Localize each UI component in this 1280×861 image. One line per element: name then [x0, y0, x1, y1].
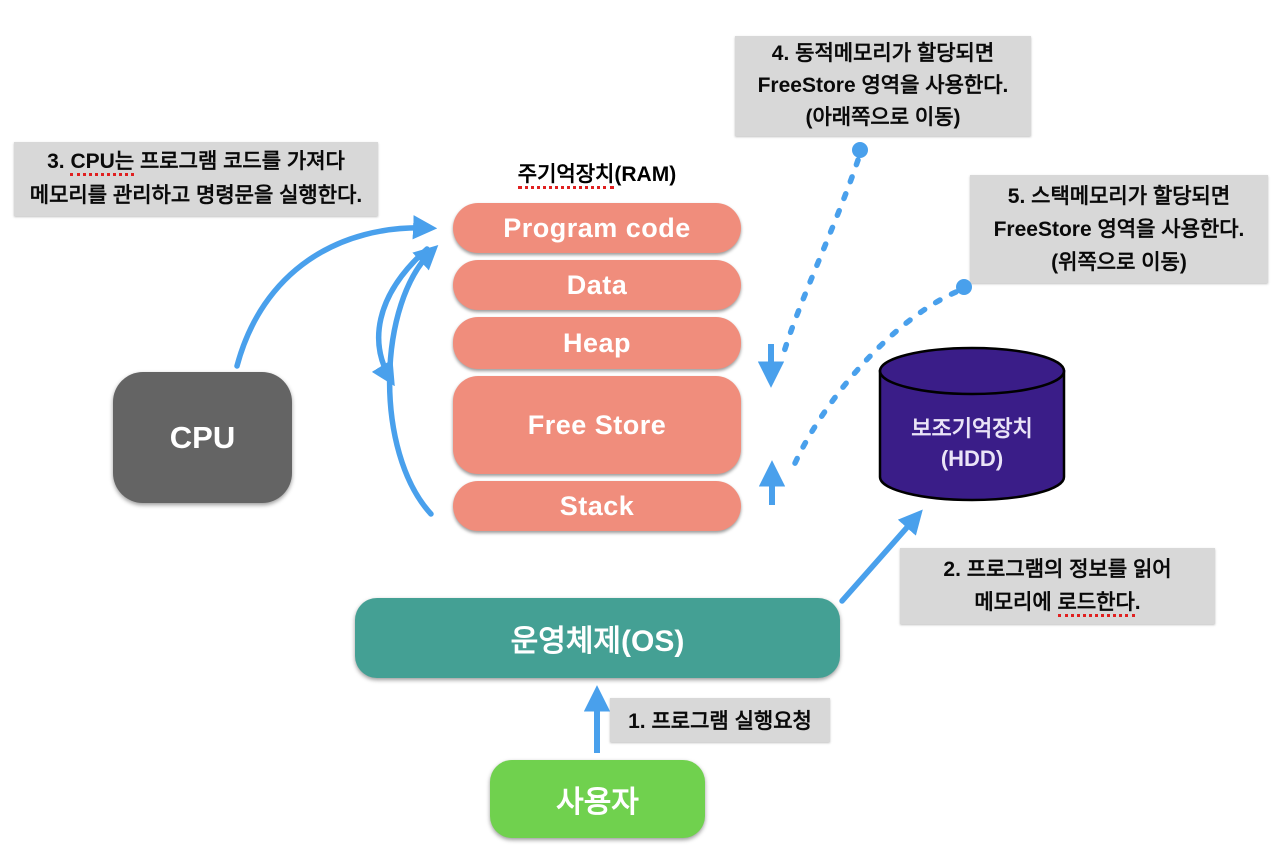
arrow-stack-to-program-code [386, 245, 439, 517]
ram-segment-stack: Stack [453, 481, 741, 531]
annotation-4-line1: 4. 동적메모리가 할당되면 [771, 42, 995, 65]
arrow-program-code-to-free-store [371, 246, 430, 387]
arrow-cpu-to-program-code [234, 215, 438, 369]
annotation-1-run-request: 1. 프로그램 실행요청 [610, 698, 830, 742]
annotation-2-line2-post: . [1134, 591, 1141, 614]
user-box: 사용자 [490, 760, 705, 838]
user-label: 사용자 [556, 786, 639, 819]
os-box: 운영체제(OS) [355, 598, 840, 678]
cpu-box: CPU [113, 372, 292, 503]
annotation-4-line2: FreeStore 영역을 사용한다. [757, 74, 1009, 97]
hdd-label-line1: 보조기억장치 [911, 416, 1032, 441]
annotation-2-load-program: 2. 프로그램의 정보를 읽어 메모리에 로드한다. [900, 548, 1215, 624]
ram-segment-heap: Heap [453, 317, 741, 369]
annotation-2-line2-underlined: 로드한다 [1057, 591, 1135, 617]
annotation-3-line2: 메모리를 관리하고 명령문을 실행한다. [29, 184, 363, 207]
annotation-2-line2-pre: 메모리에 [974, 591, 1058, 614]
hdd-cylinder-body [878, 369, 1066, 502]
annotation-3-cpu-role: 3. CPU는 프로그램 코드를 가져다 메모리를 관리하고 명령문을 실행한다… [14, 142, 378, 216]
hdd-cylinder: 보조기억장치 (HDD) [878, 346, 1066, 502]
annotation-3-line1-underlined: CPU는 [70, 150, 135, 176]
ram-segment-data-label: Data [566, 269, 628, 300]
ram-title: 주기억장치(RAM) [453, 158, 741, 189]
ram-segment-heap-label: Heap [562, 327, 632, 358]
annotation-5-line2: FreeStore 영역을 사용한다. [993, 217, 1245, 241]
ram-title-underlined: 주기억장치 [517, 163, 615, 189]
callout-dot-annotation-4 [852, 142, 868, 158]
dashed-connector-annotation-4 [781, 157, 861, 355]
ram-segment-free-store: Free Store [453, 376, 741, 474]
ram-segment-stack-label: Stack [559, 490, 635, 521]
ram-title-rest: (RAM) [614, 163, 677, 186]
annotation-5-line1: 5. 스택메모리가 할당되면 [1007, 184, 1231, 208]
hdd-label-line2: (HDD) [941, 446, 1003, 471]
dashed-connector-annotation-5 [789, 289, 959, 473]
annotation-4-dynamic-memory: 4. 동적메모리가 할당되면 FreeStore 영역을 사용한다. (아래쪽으… [735, 36, 1031, 136]
hdd-cylinder-top [878, 346, 1066, 396]
cpu-label: CPU [169, 419, 236, 455]
annotation-5-line3: (위쪽으로 이동) [1051, 250, 1187, 274]
ram-segment-data: Data [453, 260, 741, 310]
annotation-2-line2: 메모리에 로드한다. [900, 586, 1215, 619]
ram-segment-program-code-label: Program code [503, 212, 691, 243]
annotation-4-line3: (아래쪽으로 이동) [805, 106, 961, 129]
annotation-5-stack-memory: 5. 스택메모리가 할당되면 FreeStore 영역을 사용한다. (위쪽으로… [970, 175, 1268, 283]
annotation-3-line1: 3. CPU는 프로그램 코드를 가져다 [14, 145, 378, 179]
ram-segment-free-store-label: Free Store [527, 409, 667, 440]
ram-segment-program-code: Program code [453, 203, 741, 253]
annotation-2-line1: 2. 프로그램의 정보를 읽어 [943, 558, 1172, 581]
annotation-3-line1-pre: 3. [47, 150, 71, 173]
annotation-3-line1-post: 프로그램 코드를 가져다 [134, 150, 345, 173]
os-label: 운영체제(OS) [510, 625, 685, 658]
annotation-1-text: 1. 프로그램 실행요청 [628, 710, 812, 733]
